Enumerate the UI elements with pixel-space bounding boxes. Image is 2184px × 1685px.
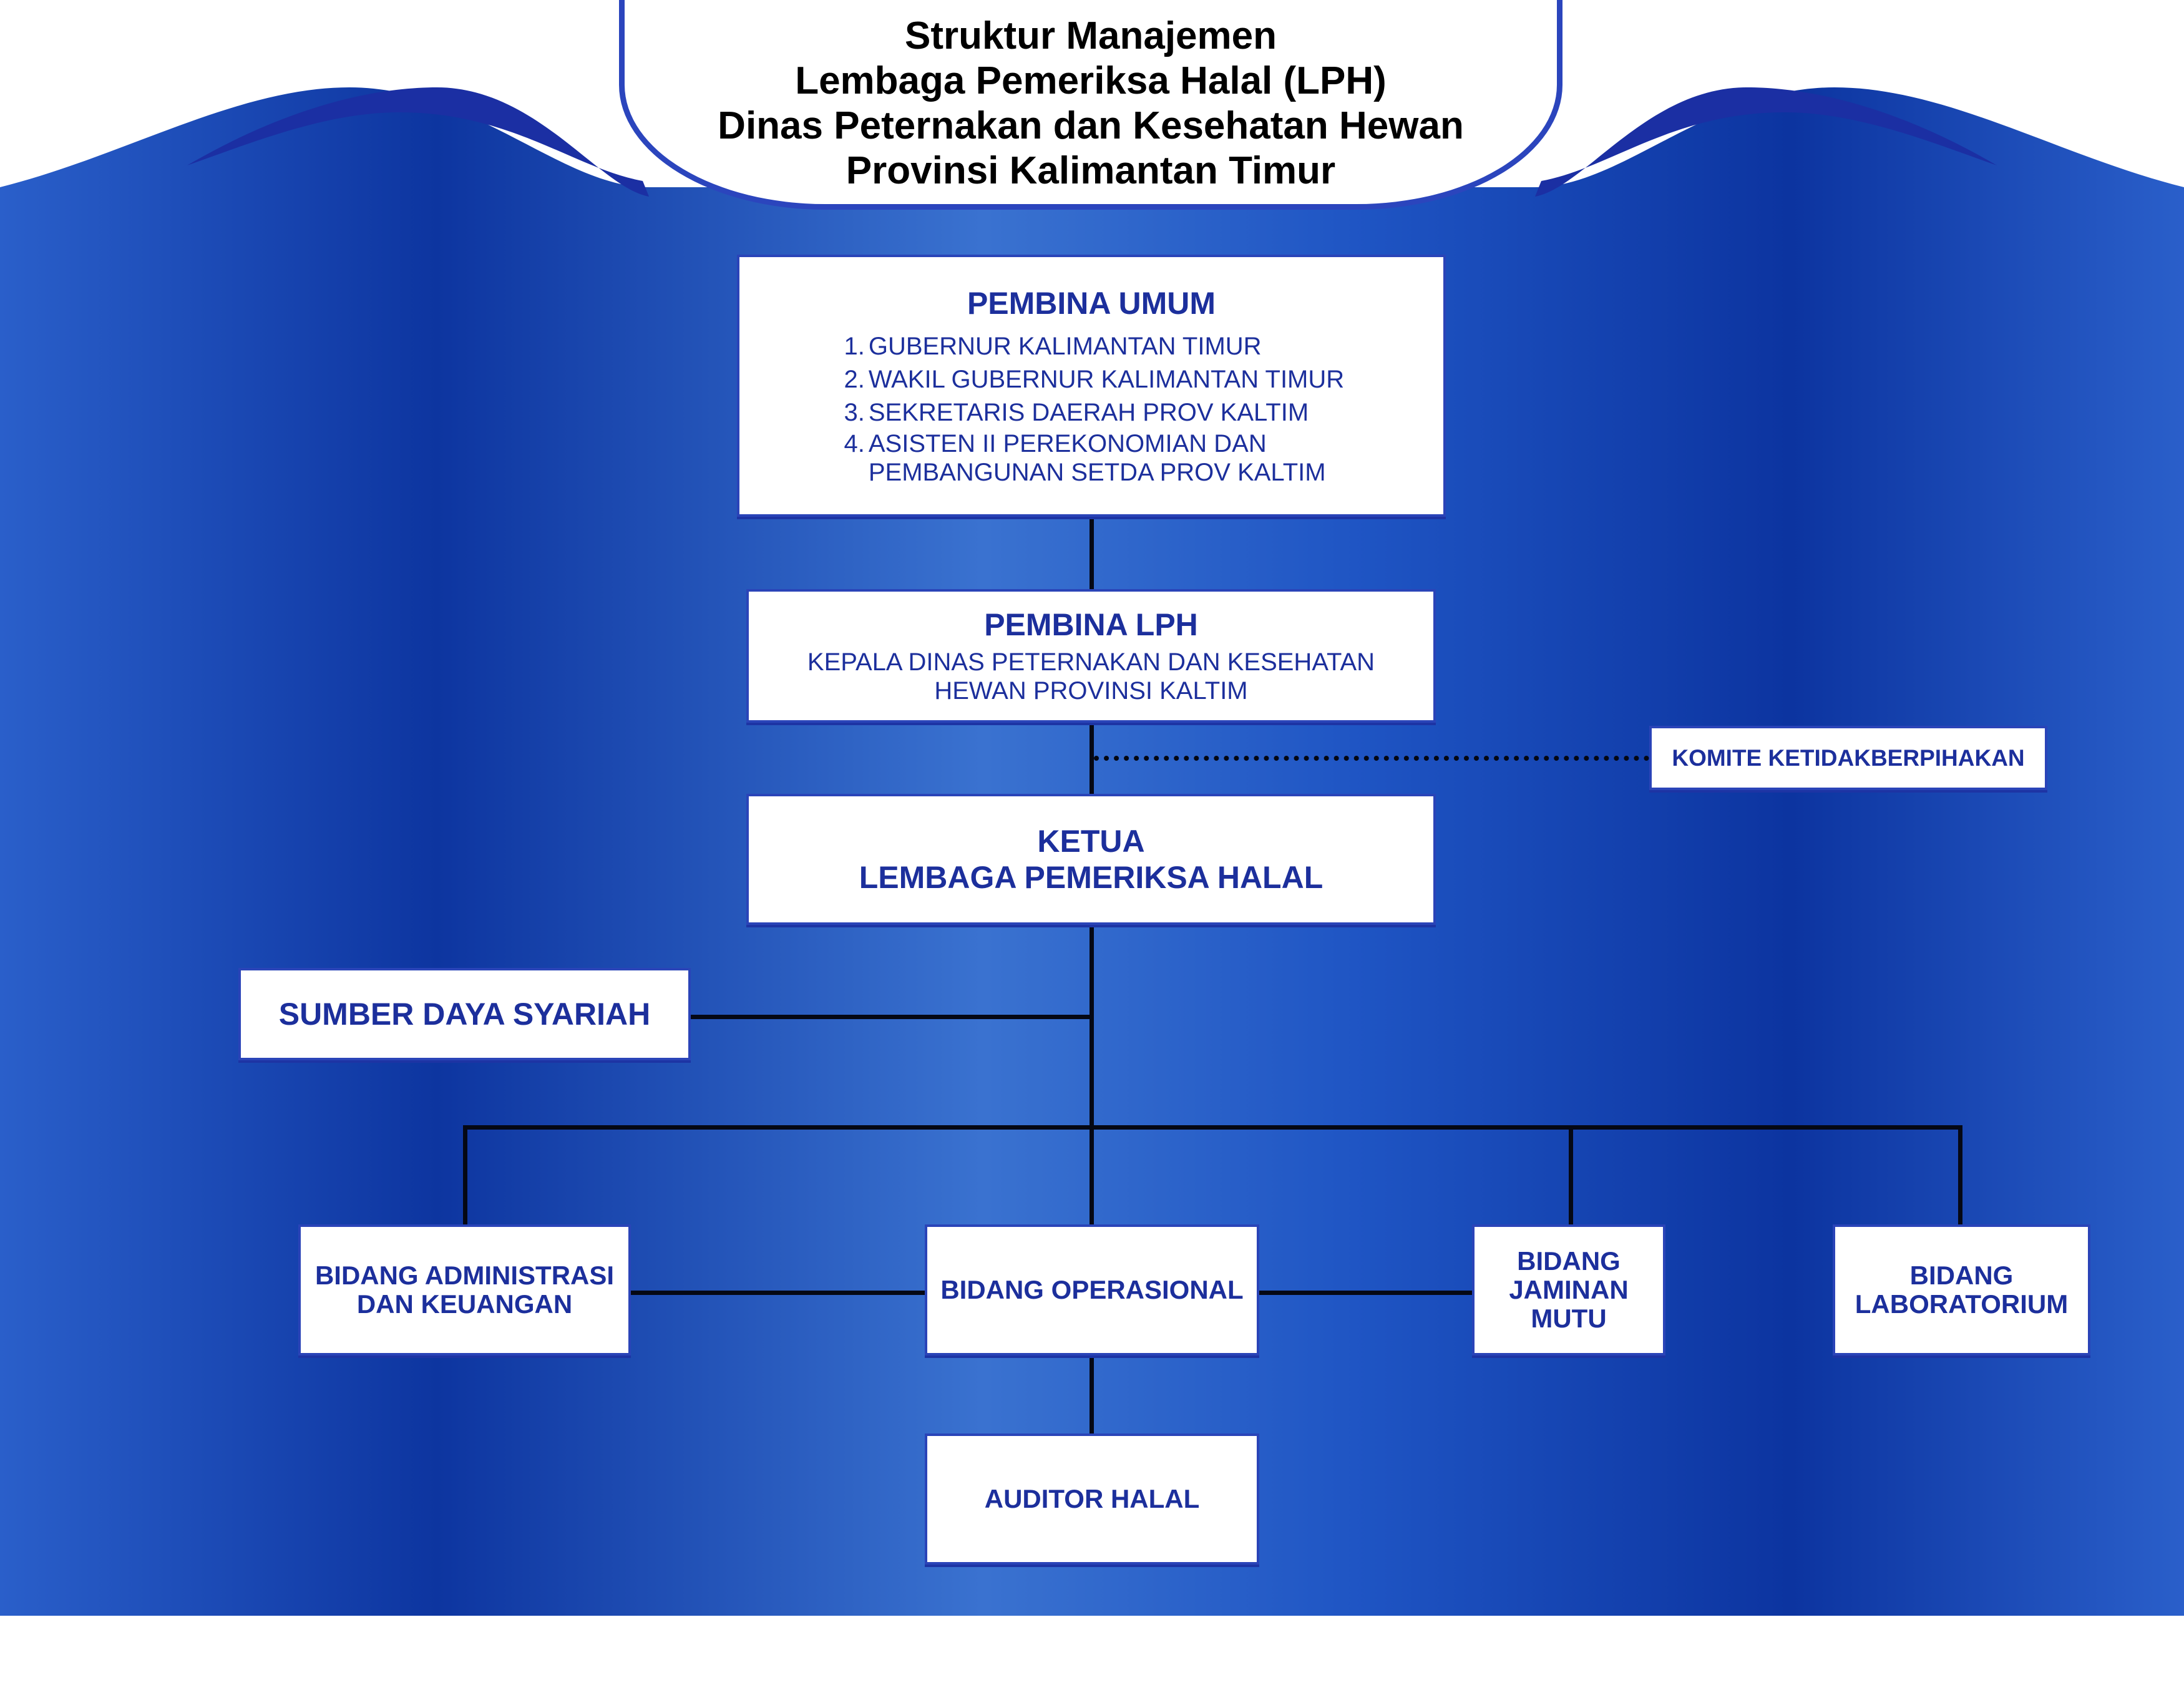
- node-auditor-halal: AUDITOR HALAL: [925, 1433, 1259, 1565]
- node-komite-ketidakberpihakan: KOMITE KETIDAKBERPIHAKAN: [1649, 726, 2047, 790]
- node-label: JAMINAN: [1509, 1275, 1629, 1304]
- node-bidang-laboratorium: BIDANG LABORATORIUM: [1833, 1224, 2090, 1355]
- title-line: Dinas Peternakan dan Kesehatan Hewan: [718, 104, 1464, 147]
- node-label: KOMITE KETIDAKBERPIHAKAN: [1672, 745, 2025, 771]
- list-item: 1.GUBERNUR KALIMANTAN TIMUR: [844, 332, 1262, 360]
- connector-drop-lab: [1958, 1125, 1962, 1224]
- connector-bidang-bar: [463, 1125, 1962, 1130]
- node-bidang-administrasi: BIDANG ADMINISTRASI DAN KEUANGAN: [298, 1224, 631, 1355]
- node-label: AUDITOR HALAL: [984, 1484, 1200, 1513]
- title-line: Lembaga Pemeriksa Halal (LPH): [795, 59, 1387, 102]
- connector-lph-ketua: [1090, 723, 1094, 794]
- node-subtext: KEPALA DINAS PETERNAKAN DAN KESEHATAN: [807, 648, 1375, 676]
- connector-admin-operasional: [631, 1291, 925, 1295]
- node-label: BIDANG ADMINISTRASI: [314, 1261, 615, 1290]
- node-ketua: KETUA LEMBAGA PEMERIKSA HALAL: [746, 794, 1436, 925]
- node-label: LABORATORIUM: [1855, 1289, 2069, 1319]
- node-heading: PEMBINA UMUM: [967, 285, 1216, 321]
- list-item: 4.ASISTEN II PEREKONOMIAN DAN: [844, 429, 1267, 457]
- node-bidang-jaminan-mutu: BIDANG JAMINAN MUTU: [1472, 1224, 1665, 1355]
- list-item: 2.WAKIL GUBERNUR KALIMANTAN TIMUR: [844, 365, 1345, 393]
- connector-drop-admin: [463, 1125, 467, 1224]
- connector-sumber: [691, 1015, 1091, 1019]
- connector-komite-dotted: [1094, 756, 1649, 761]
- node-pembina-lph: PEMBINA LPH KEPALA DINAS PETERNAKAN DAN …: [746, 589, 1436, 723]
- title-line: Provinsi Kalimantan Timur: [846, 149, 1336, 192]
- node-label: BIDANG: [1909, 1261, 2014, 1290]
- node-subtext: HEWAN PROVINSI KALTIM: [934, 677, 1248, 705]
- node-heading: KETUA: [1037, 824, 1145, 859]
- node-label: MUTU: [1531, 1304, 1607, 1333]
- node-label: BIDANG OPERASIONAL: [940, 1275, 1244, 1304]
- list-item: PEMBANGUNAN SETDA PROV KALTIM: [868, 458, 1326, 486]
- node-pembina-umum: PEMBINA UMUM 1.GUBERNUR KALIMANTAN TIMUR…: [737, 255, 1446, 517]
- page-title: Struktur Manajemen Lembaga Pemeriksa Hal…: [619, 14, 1562, 193]
- node-label: BIDANG: [1517, 1246, 1621, 1276]
- connector-operasional-jaminan: [1259, 1291, 1472, 1295]
- node-label: SUMBER DAYA SYARIAH: [278, 997, 651, 1032]
- node-heading: PEMBINA LPH: [984, 607, 1198, 642]
- list-item: 3.SEKRETARIS DAERAH PROV KALTIM: [844, 398, 1309, 426]
- node-bidang-operasional: BIDANG OPERASIONAL: [925, 1224, 1259, 1355]
- title-line: Struktur Manajemen: [904, 14, 1277, 57]
- connector-operasional-auditor: [1090, 1355, 1094, 1433]
- pembina-umum-list: 1.GUBERNUR KALIMANTAN TIMUR 2.WAKIL GUBE…: [839, 330, 1344, 487]
- node-label: DAN KEUANGAN: [356, 1289, 573, 1319]
- connector-drop-jaminan: [1569, 1125, 1573, 1224]
- connector-umum-lph: [1090, 517, 1094, 589]
- node-sumber-daya-syariah: SUMBER DAYA SYARIAH: [238, 968, 691, 1060]
- connector-spine: [1090, 925, 1094, 1224]
- title-banner: [619, 0, 1562, 210]
- node-heading: LEMBAGA PEMERIKSA HALAL: [859, 860, 1324, 895]
